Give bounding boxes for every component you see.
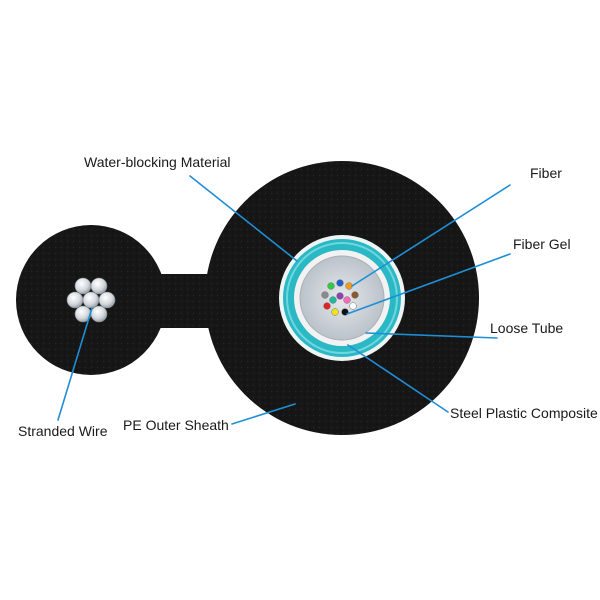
fiber-strand [336,292,344,300]
label-fiber: Fiber [530,165,562,181]
fiber-strand [343,296,351,304]
fiber-strand [351,291,359,299]
wire-strand [66,291,84,309]
wire-strand [90,277,108,295]
wire-strand-center [82,291,100,309]
label-fiber-gel: Fiber Gel [513,236,571,252]
wire-strand [90,305,108,323]
fiber-bundle [321,279,359,316]
leader-line-steel-plastic [347,344,449,413]
leader-line-pe-sheath [231,403,296,425]
fiber-strand [331,308,339,316]
label-pe-outer-sheath: PE Outer Sheath [123,417,229,433]
fiber-strand [321,291,329,299]
label-steel-plastic-composite: Steel Plastic Composite [450,405,598,421]
sheath-web [150,274,232,328]
fiber-gel-edge [299,255,385,341]
stranded-wire [66,277,116,323]
leader-lines [57,175,511,425]
fiber-strand [323,302,331,310]
leader-line-loose-tube [365,332,498,339]
fiber-strand [327,282,335,290]
leader-line-fiber [351,184,511,287]
leader-line-water-blocking [189,175,298,262]
wire-strand [98,291,116,309]
label-loose-tube: Loose Tube [490,320,564,336]
leader-line-stranded-wire [57,307,93,421]
steel-plastic-highlight [286,242,398,354]
leader-line-fiber-gel [346,253,511,315]
fiber-strand [349,302,357,310]
label-stranded-wire: Stranded Wire [18,423,108,439]
wire-strand [74,277,92,295]
label-water-blocking-material: Water-blocking Material [84,154,231,170]
fiber-strand [329,296,337,304]
fiber-strand [336,279,344,287]
